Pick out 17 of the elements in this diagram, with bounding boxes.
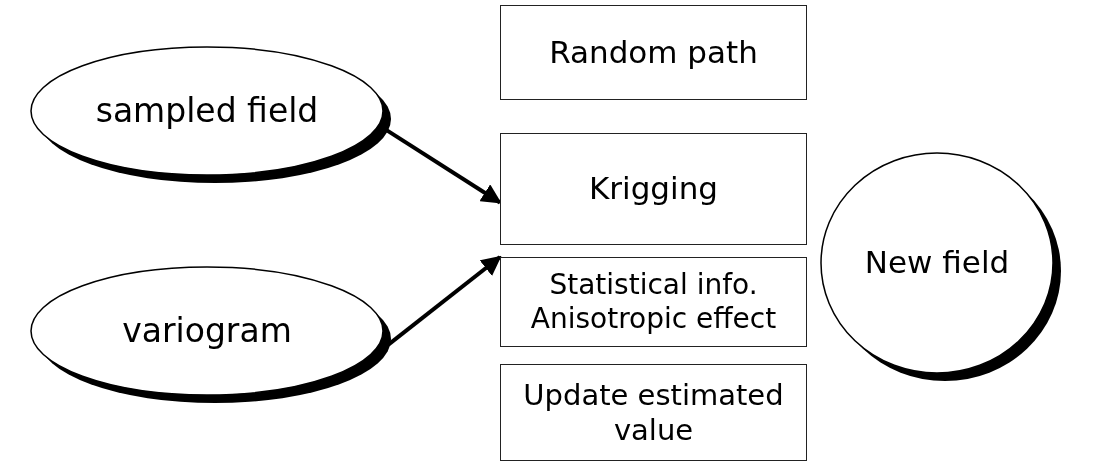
arrow [385, 128, 502, 205]
ellipse-node [30, 266, 392, 404]
process-box [500, 364, 807, 461]
arrow [387, 255, 502, 347]
node-label: sampled field [95, 91, 320, 133]
node-label: Statistical info. [549, 268, 758, 302]
process-box [500, 5, 807, 100]
node-label: variogram [122, 311, 293, 353]
circle-node [820, 152, 1062, 382]
process-box [500, 257, 807, 347]
node-label: Random path [549, 33, 758, 72]
node-label: New field [864, 244, 1011, 283]
node-label: Update estimated value [522, 377, 785, 448]
process-box [500, 133, 807, 245]
node-label: Krigging [589, 170, 718, 208]
ellipse-node [30, 46, 392, 184]
node-label: Anisotropic effect [530, 302, 777, 336]
